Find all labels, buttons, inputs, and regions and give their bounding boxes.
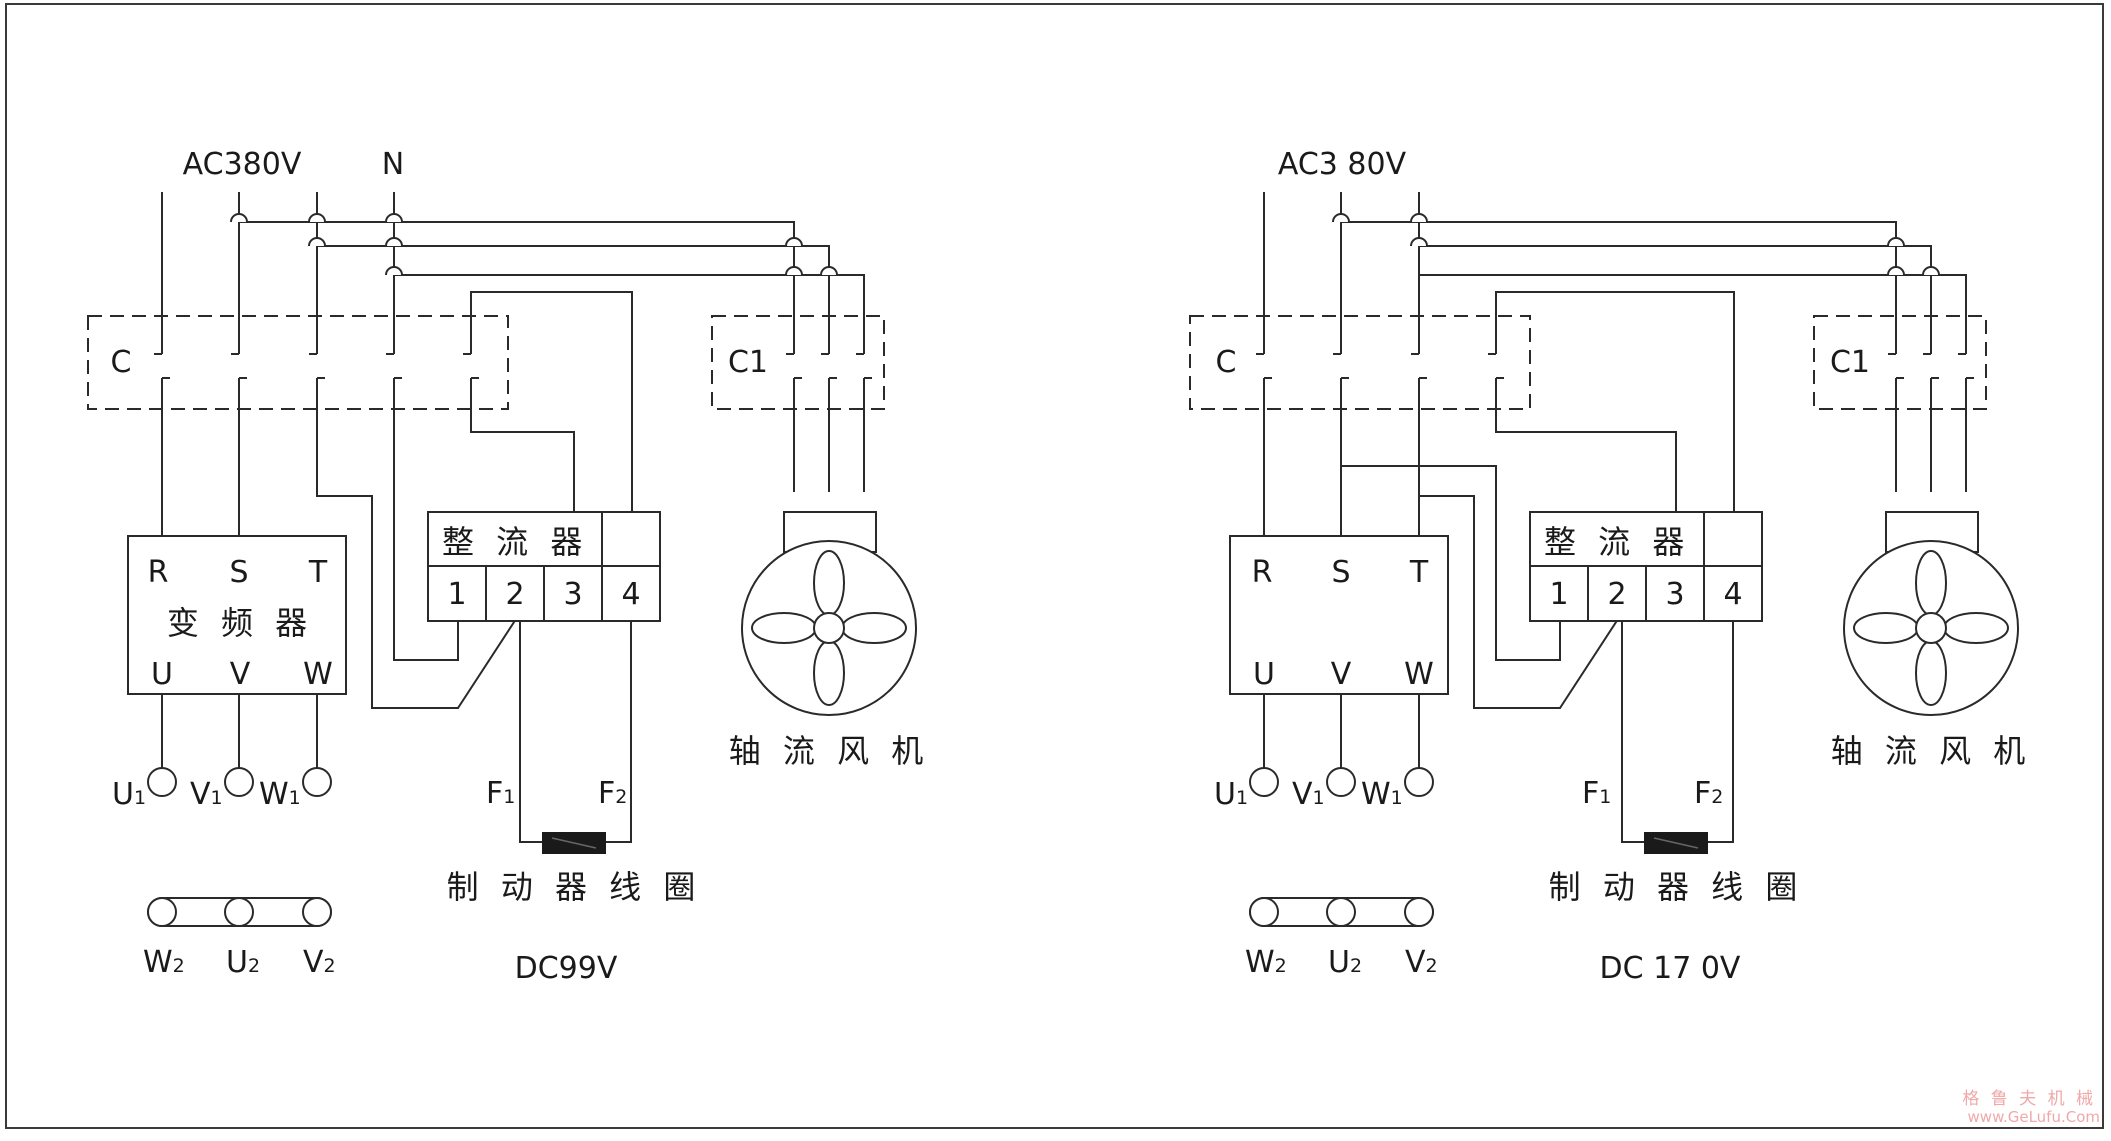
coil-terminal-label-f1: F1 — [1582, 776, 1611, 811]
motor-terminal-label-v1: V1 — [1292, 777, 1325, 812]
star-terminal-label-w2: W2 — [143, 945, 185, 980]
wire-crossovers — [230, 213, 838, 276]
inverter-input-s: S — [1331, 555, 1350, 590]
contactor-c1-contacts — [786, 353, 872, 379]
fan-label: 轴 流 风 机 — [729, 732, 930, 770]
star-terminal-v2 — [1404, 897, 1434, 927]
motor-terminal-w1 — [302, 767, 332, 797]
star-terminal-label-u2: U2 — [1328, 945, 1362, 980]
rectifier-terminal-4: 4 — [1723, 577, 1742, 612]
coil-terminal-label-f2: F2 — [1694, 776, 1723, 811]
brake-coil-wires — [1621, 621, 1734, 843]
inverter-label: 变 频 器 — [167, 604, 313, 642]
contactor-c-box — [1189, 315, 1531, 410]
supply-voltage-label: AC380V — [183, 147, 302, 182]
motor-terminal-u1 — [147, 767, 177, 797]
inverter-box — [127, 535, 347, 695]
motor-lead-wires — [161, 694, 318, 772]
rectifier-terminal-2: 2 — [505, 577, 524, 612]
wiring-diagram-right: AC3 80V C — [1189, 147, 2032, 986]
contactor-c-contacts — [154, 353, 479, 379]
coil-terminal-label-f1: F1 — [486, 776, 515, 811]
motor-terminal-w1 — [1404, 767, 1434, 797]
inverter-input-r: R — [1252, 555, 1273, 590]
motor-lead-wires — [1263, 694, 1420, 772]
fan-icon — [1843, 511, 2019, 716]
rectifier-terminal-2: 2 — [1607, 577, 1626, 612]
motor-terminal-label-w1: W1 — [1361, 777, 1403, 812]
dc-voltage-label: DC 17 0V — [1600, 951, 1741, 986]
inverter-input-r: R — [148, 555, 169, 590]
star-terminal-u2 — [224, 897, 254, 927]
contactor-c-contacts — [1256, 353, 1504, 379]
coil-terminal-label-f2: F2 — [598, 776, 627, 811]
star-terminal-label-w2: W2 — [1245, 945, 1287, 980]
contactor-c-box — [87, 315, 509, 410]
star-terminal-label-v2: V2 — [1405, 945, 1438, 980]
contactor-c1-label: C1 — [728, 345, 768, 380]
inverter-box — [1229, 535, 1449, 695]
fan-label: 轴 流 风 机 — [1831, 732, 2032, 770]
contactor-c1-contacts — [1888, 353, 1974, 379]
star-terminal-v2 — [302, 897, 332, 927]
inverter-output-u: U — [151, 657, 173, 692]
inverter-output-w: W — [1404, 657, 1434, 692]
wire-crossovers — [1332, 213, 1940, 276]
motor-terminal-label-u1: U1 — [1214, 777, 1248, 812]
supply-voltage-label: AC3 80V — [1278, 147, 1407, 182]
star-terminal-u2 — [1326, 897, 1356, 927]
fan-icon — [741, 511, 917, 716]
rectifier-terminal-4: 4 — [621, 577, 640, 612]
contactor-c-label: C — [111, 345, 132, 380]
inverter-input-s: S — [229, 555, 248, 590]
star-terminal-w2 — [1249, 897, 1279, 927]
motor-terminal-v1 — [1326, 767, 1356, 797]
rectifier-box — [1529, 511, 1763, 622]
watermark-site: www.GeLufu.Com — [1968, 1108, 2100, 1126]
contactor-c1-label: C1 — [1830, 345, 1870, 380]
supply-wiring — [161, 192, 865, 709]
rectifier-terminal-3: 3 — [1665, 577, 1684, 612]
motor-terminal-v1 — [224, 767, 254, 797]
inverter-input-t: T — [1409, 555, 1429, 590]
neutral-label: N — [382, 147, 404, 182]
wiring-diagram-left: AC380V N C — [87, 147, 930, 986]
rectifier-label: 整 流 器 — [442, 523, 588, 561]
inverter-output-v: V — [230, 657, 251, 692]
brake-coil-label: 制 动 器 线 圈 — [1549, 868, 1804, 906]
star-terminal-label-v2: V2 — [303, 945, 336, 980]
rectifier-label: 整 流 器 — [1544, 523, 1690, 561]
motor-terminal-label-u1: U1 — [112, 777, 146, 812]
star-terminal-w2 — [147, 897, 177, 927]
dc-voltage-label: DC99V — [515, 951, 618, 986]
inverter-output-u: U — [1253, 657, 1275, 692]
inverter-input-t: T — [308, 555, 328, 590]
motor-terminal-u1 — [1249, 767, 1279, 797]
watermark-brand: 格 鲁 夫 机 械 — [1962, 1089, 2096, 1109]
rectifier-terminal-3: 3 — [563, 577, 582, 612]
contactor-c-label: C — [1216, 345, 1237, 380]
rectifier-box — [427, 511, 661, 622]
inverter-output-w: W — [303, 657, 333, 692]
motor-terminal-label-v1: V1 — [190, 777, 223, 812]
rectifier-terminal-1: 1 — [447, 577, 466, 612]
motor-terminal-label-w1: W1 — [259, 777, 301, 812]
rectifier-terminal-1: 1 — [1549, 577, 1568, 612]
brake-coil-label: 制 动 器 线 圈 — [447, 868, 702, 906]
inverter-output-v: V — [1331, 657, 1352, 692]
brake-coil-wires — [519, 621, 632, 843]
star-terminal-label-u2: U2 — [226, 945, 260, 980]
